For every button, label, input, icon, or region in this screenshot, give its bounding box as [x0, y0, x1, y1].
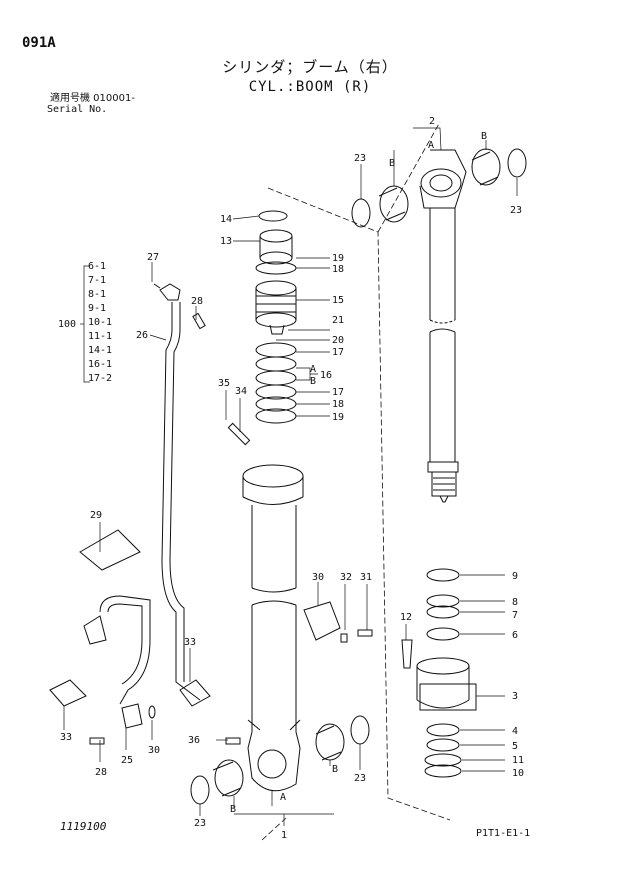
kit-item: 10-1 [88, 317, 112, 328]
callout-6: 6 [512, 630, 518, 641]
callout-8: 8 [512, 597, 518, 608]
callout-33-left: 33 [60, 732, 72, 743]
piston-parts [255, 210, 297, 424]
callout-3: 3 [512, 691, 518, 702]
kit-item: 9-1 [88, 303, 106, 314]
callout-17-lower: 17 [332, 387, 344, 398]
title-japanese: シリンダ；ブーム（右） [222, 58, 398, 76]
callout-11: 11 [512, 755, 524, 766]
callout-31: 31 [360, 572, 372, 583]
callout-30-bottom: 30 [148, 745, 160, 756]
callout-19-lower: 19 [332, 412, 344, 423]
callout-20: 20 [332, 335, 344, 346]
callout-b-top-left: B [389, 158, 395, 169]
callout-23-bottom-left: 23 [194, 818, 206, 829]
serial-label-english: Serial No. [47, 104, 108, 115]
callout-13: 13 [220, 236, 232, 247]
sheet-code: P1T1-E1-1 [476, 828, 531, 839]
callout-32: 32 [340, 572, 352, 583]
serial-label-japanese: 適用号機 010001- [50, 93, 135, 104]
callout-18-lower: 18 [332, 399, 344, 410]
callout-30-top: 30 [312, 572, 324, 583]
callout-28-bottom: 28 [95, 767, 107, 778]
callout-b-mid: B [310, 376, 316, 387]
callout-a-top: A [428, 140, 434, 151]
kit-item: 7-1 [88, 275, 106, 286]
seal-kit-list: 100 6-1 7-1 8-1 9-1 10-1 11-1 14-1 16-1 … [58, 261, 112, 384]
callout-35: 35 [218, 378, 230, 389]
callout-10: 10 [512, 768, 524, 779]
callout-33-right: 33 [184, 637, 196, 648]
kit-item: 6-1 [88, 261, 106, 272]
callout-28-top: 28 [191, 296, 203, 307]
callout-1: 1 [281, 830, 287, 841]
callout-26: 26 [136, 330, 148, 341]
drawing-number: 1119100 [60, 820, 107, 833]
cylinder-tube [190, 464, 370, 805]
callout-12: 12 [400, 612, 412, 623]
callout-25: 25 [121, 755, 133, 766]
callout-15: 15 [332, 295, 344, 306]
callout-18-upper: 18 [332, 264, 344, 275]
callout-a-bottom: A [280, 792, 286, 803]
kit-item: 14-1 [88, 345, 112, 356]
callout-9: 9 [512, 571, 518, 582]
callout-b-bottom-left: B [230, 804, 236, 815]
callout-14: 14 [220, 214, 232, 225]
callout-34: 34 [235, 386, 247, 397]
callout-23-bottom-right: 23 [354, 773, 366, 784]
kit-item: 8-1 [88, 289, 106, 300]
kit-item: 16-1 [88, 359, 112, 370]
callout-b-bottom-right: B [332, 764, 338, 775]
leader-lines [63, 127, 518, 826]
piston-rod-assembly [351, 148, 527, 503]
callout-23-top-left: 23 [354, 153, 366, 164]
assembly-boundary-lines [261, 121, 451, 841]
callout-29: 29 [90, 510, 102, 521]
callout-17-upper: 17 [332, 347, 344, 358]
page-code: 091A [22, 35, 56, 51]
callout-27: 27 [147, 252, 159, 263]
kit-item: 11-1 [88, 331, 112, 342]
title-english: CYL.:BOOM (R) [248, 79, 372, 95]
callout-7: 7 [512, 610, 518, 621]
hydraulic-piping [49, 283, 373, 745]
callout-b-top-right: B [481, 131, 487, 142]
callout-23-top-right: 23 [510, 205, 522, 216]
callout-2: 2 [429, 116, 435, 127]
cylinder-head-assembly [401, 568, 477, 778]
callout-a-mid: A [310, 364, 316, 375]
callout-19-upper: 19 [332, 253, 344, 264]
callout-36: 36 [188, 735, 200, 746]
callout-5: 5 [512, 741, 518, 752]
callout-labels: 2 A B B 23 23 14 13 19 18 15 21 20 17 A … [60, 116, 524, 841]
callout-4: 4 [512, 726, 518, 737]
kit-number: 100 [58, 319, 76, 330]
callout-21: 21 [332, 315, 344, 326]
kit-item: 17-2 [88, 373, 112, 384]
callout-16: 16 [320, 370, 332, 381]
